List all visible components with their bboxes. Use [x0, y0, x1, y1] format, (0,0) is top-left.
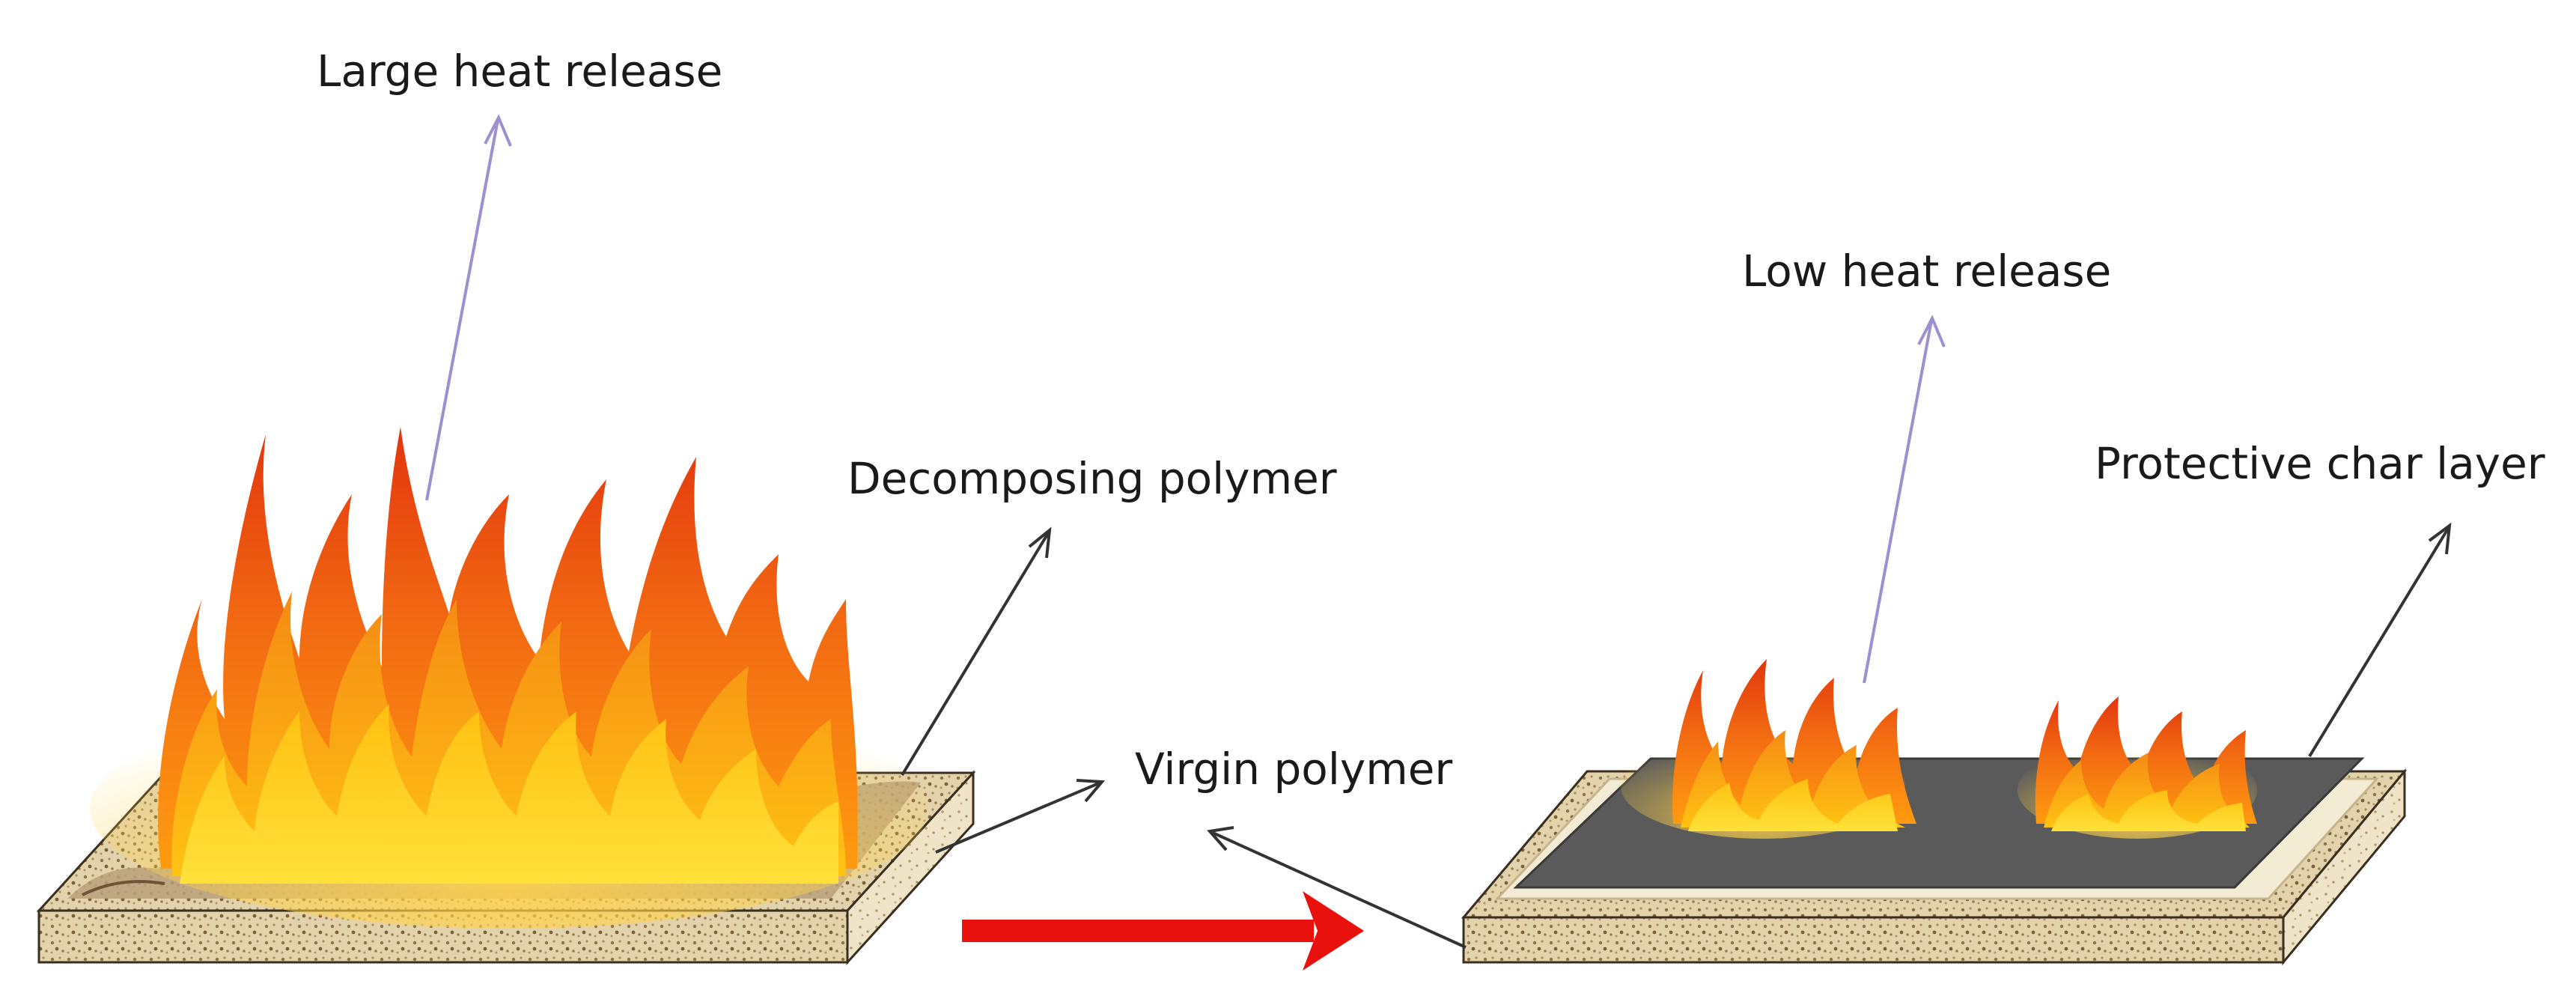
- small-flames-right: [2018, 696, 2257, 839]
- label-low-heat-release: Low heat release: [1742, 246, 2112, 297]
- charred-polymer-slab: [1461, 757, 2408, 966]
- decomposing-pointer-arrow: [901, 526, 1052, 777]
- label-large-heat-release: Large heat release: [317, 46, 723, 97]
- low-heat-arrow: [1863, 315, 1946, 684]
- virgin-pointer-arrow-left: [935, 779, 1106, 854]
- char-pointer-arrow: [2308, 522, 2452, 758]
- virgin-pointer-arrow-right: [1207, 826, 1467, 949]
- large-flames: [90, 427, 928, 929]
- label-decomposing-polymer: Decomposing polymer: [847, 453, 1337, 504]
- flame-layer-inner: [180, 704, 838, 884]
- large-heat-arrow: [425, 114, 512, 501]
- label-protective-char-layer: Protective char layer: [2095, 438, 2545, 489]
- process-arrow: [962, 891, 1364, 971]
- label-virgin-polymer: Virgin polymer: [1135, 744, 1453, 795]
- slab2-front-face: [1462, 916, 2285, 964]
- small-flames-left: [1621, 659, 1916, 839]
- slab2-side-face: [2282, 768, 2406, 966]
- slab-side-face: [846, 770, 975, 965]
